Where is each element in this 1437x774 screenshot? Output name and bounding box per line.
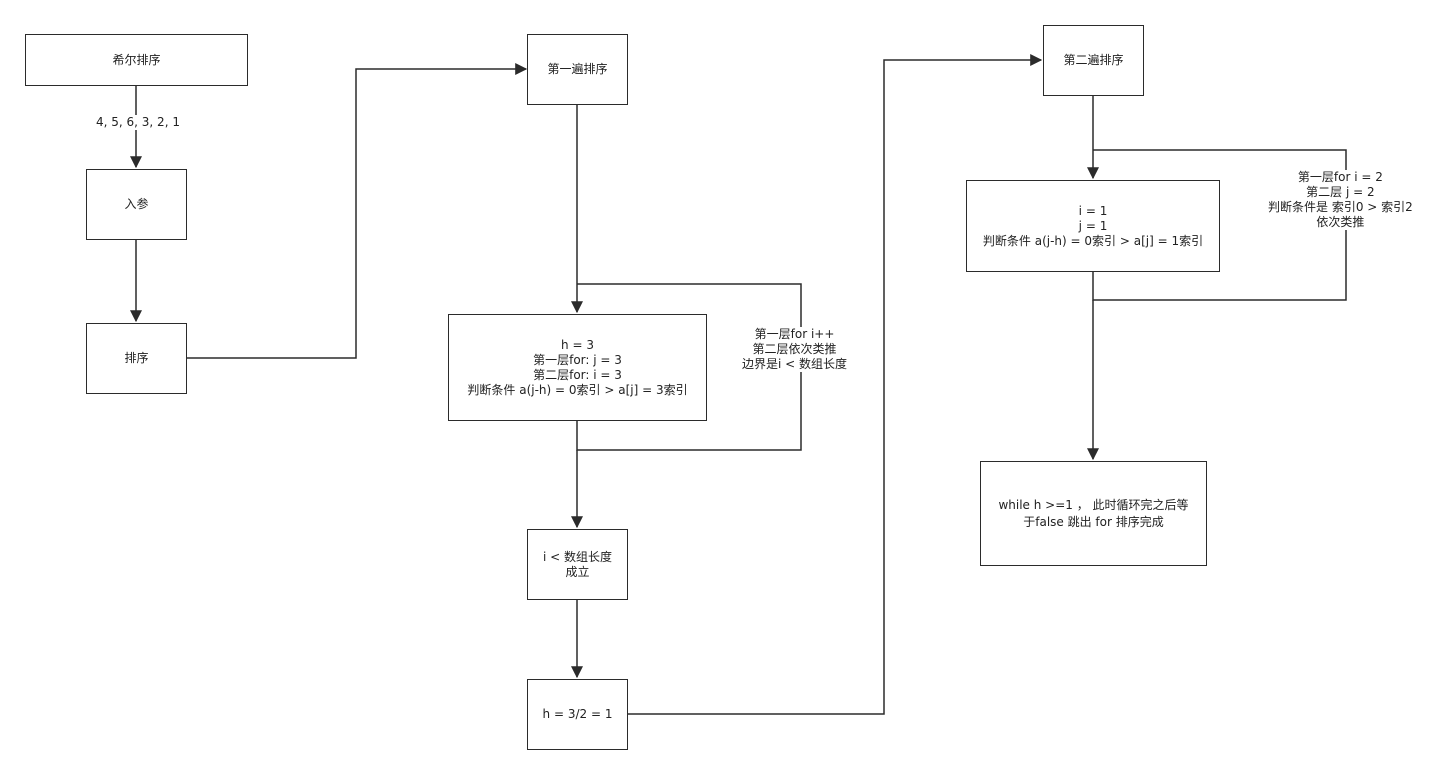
node-pass1-detail[interactable]: h = 3 第一层for: j = 3 第二层for: i = 3 判断条件 a… xyxy=(448,314,707,421)
pass2-i-value: i = 1 xyxy=(1078,203,1108,218)
pass1-h-value: h = 3 xyxy=(561,337,594,352)
note-loop2-line1: 第一层for i = 2 xyxy=(1297,170,1383,184)
node-first-pass-label: 第一遍排序 xyxy=(547,62,608,76)
condition-line1: i < 数组长度 xyxy=(542,549,613,564)
node-finish-label: while h >=1 ， 此时循环完之后等于false 跳出 for 排序完成 xyxy=(998,497,1189,529)
edge-sort-to-firstpass xyxy=(187,63,528,359)
pass1-outer-loop: 第一层for: j = 3 xyxy=(533,352,622,367)
note-loop2-line3: 判断条件是 索引0 > 索引2 xyxy=(1268,200,1413,214)
pass1-inner-loop: 第二层for: i = 3 xyxy=(533,367,622,382)
condition-line2: 成立 xyxy=(565,564,590,579)
note-loop2-line2: 第二层 j = 2 xyxy=(1306,185,1375,199)
note-loop1-line3: 边界是i < 数组长度 xyxy=(742,357,848,371)
node-shell-sort[interactable]: 希尔排序 xyxy=(25,34,248,86)
node-input-param[interactable]: 入参 xyxy=(86,169,187,240)
note-loop1: 第一层for i++ 第二层依次类推 边界是i < 数组长度 xyxy=(742,327,848,372)
node-finish[interactable]: while h >=1 ， 此时循环完之后等于false 跳出 for 排序完成 xyxy=(980,461,1207,566)
node-h-halve-label: h = 3/2 = 1 xyxy=(542,707,613,721)
pass1-condition: 判断条件 a(j-h) = 0索引 > a[j] = 3索引 xyxy=(467,382,688,397)
note-loop1-line1: 第一层for i++ xyxy=(754,327,835,341)
pass2-condition: 判断条件 a(j-h) = 0索引 > a[j] = 1索引 xyxy=(982,233,1204,248)
node-second-pass-label: 第二遍排序 xyxy=(1063,53,1124,67)
node-shell-sort-label: 希尔排序 xyxy=(112,52,161,67)
note-loop2: 第一层for i = 2 第二层 j = 2 判断条件是 索引0 > 索引2 依… xyxy=(1268,170,1413,230)
edge-label-input-array: 4, 5, 6, 3, 2, 1 xyxy=(96,115,180,130)
node-sort-label: 排序 xyxy=(124,351,149,365)
pass2-j-value: j = 1 xyxy=(1078,218,1108,233)
node-input-param-label: 入参 xyxy=(124,197,149,211)
node-sort[interactable]: 排序 xyxy=(86,323,187,394)
note-loop2-line4: 依次类推 xyxy=(1316,215,1365,229)
node-pass2-detail[interactable]: i = 1 j = 1 判断条件 a(j-h) = 0索引 > a[j] = 1… xyxy=(966,180,1220,272)
node-first-pass[interactable]: 第一遍排序 xyxy=(527,34,628,105)
note-loop1-line2: 第二层依次类推 xyxy=(752,342,837,356)
edge-loop2 xyxy=(1092,149,1347,301)
edge-halve-to-secondpass xyxy=(627,54,1043,715)
node-h-halve[interactable]: h = 3/2 = 1 xyxy=(527,679,628,750)
edge-loop1 xyxy=(576,283,802,451)
node-second-pass[interactable]: 第二遍排序 xyxy=(1043,25,1144,96)
node-condition-holds[interactable]: i < 数组长度 成立 xyxy=(527,529,628,600)
